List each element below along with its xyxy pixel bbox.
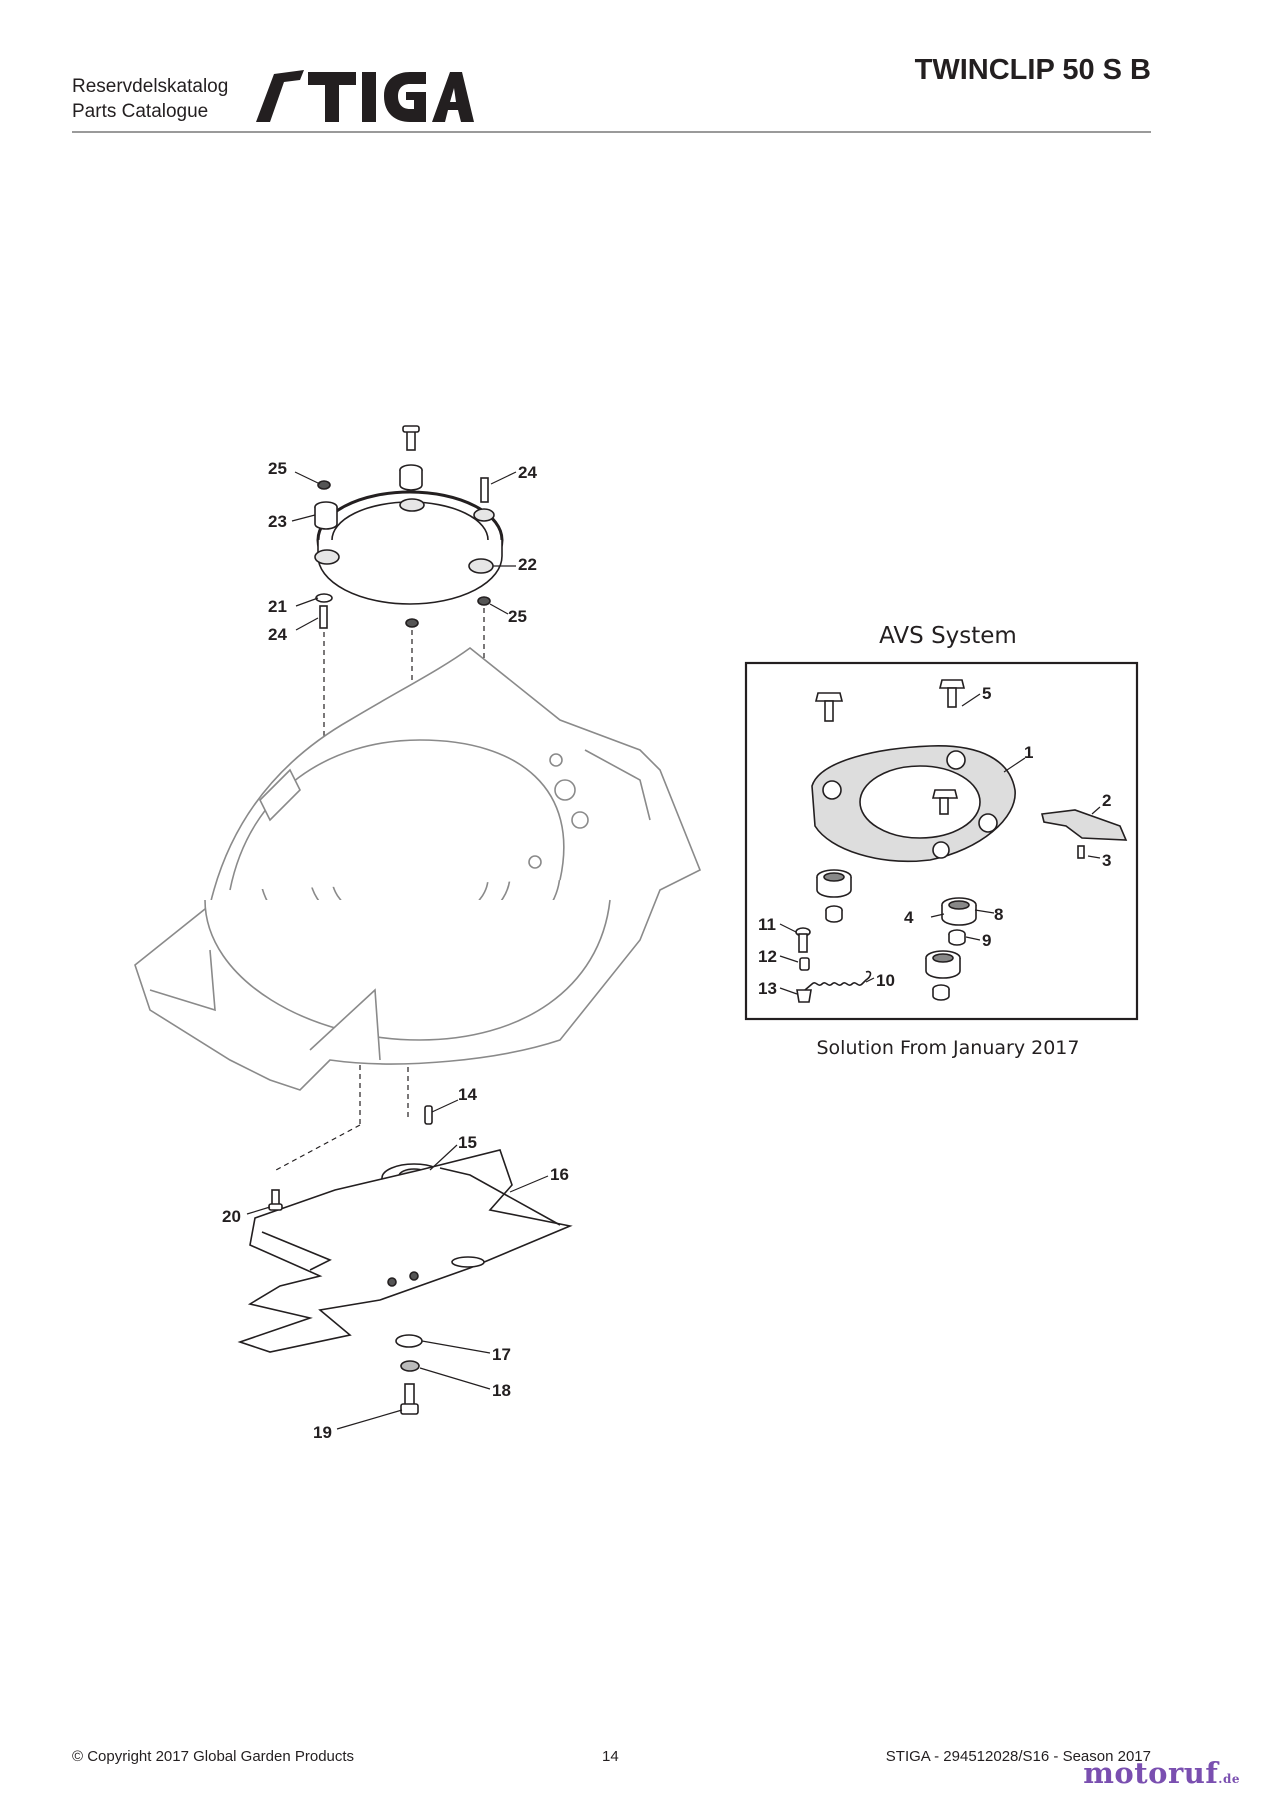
watermark-main: motoruf — [1083, 1756, 1219, 1790]
callout-19: 19 — [313, 1423, 332, 1442]
callout-24-top: 24 — [518, 463, 537, 482]
watermark-suffix: .de — [1218, 1772, 1240, 1786]
avs-nipple-13-drawing — [796, 989, 812, 1003]
mower-blade-drawing — [237, 1149, 573, 1353]
washer-small-drawing — [400, 1360, 420, 1372]
avs-caption: Solution From January 2017 — [817, 1037, 1080, 1059]
avs-pin-12-drawing — [799, 957, 810, 971]
stiga-logo — [256, 70, 474, 122]
avs-bolt-left-drawing — [814, 692, 844, 722]
key-pin-drawing — [424, 1105, 433, 1125]
avs-bolt-11-drawing — [795, 927, 811, 953]
avs-parts-drawing — [795, 679, 1128, 1003]
avs-callout-11: 11 — [758, 915, 776, 934]
avs-callout-9: 9 — [982, 931, 991, 950]
bolt-right-top-drawing — [480, 477, 489, 503]
washer-left-drawing — [315, 593, 333, 603]
callout-25-bottom: 25 — [508, 607, 527, 626]
main-exploded-view — [134, 425, 702, 1415]
avs-bushing-8-drawing — [941, 897, 977, 946]
catalog-title: Reservdelskatalog Parts Catalogue — [72, 74, 228, 124]
washer-large-drawing — [395, 1334, 423, 1348]
avs-callout-4: 4 — [904, 908, 914, 927]
callout-23: 23 — [268, 512, 287, 531]
watermark: motoruf.de — [1083, 1756, 1240, 1790]
nut-right-drawing — [477, 596, 491, 606]
avs-callout-5: 5 — [982, 684, 991, 703]
avs-callout-1: 1 — [1024, 743, 1033, 762]
nut-top-left-drawing — [317, 480, 331, 490]
avs-title: AVS System — [879, 623, 1017, 649]
avs-callouts: 5 1 2 3 4 8 9 11 12 13 10 — [758, 684, 1111, 998]
model-title: TWINCLIP 50 S B — [914, 54, 1151, 86]
header-divider — [72, 131, 1151, 133]
avs-callout-2: 2 — [1102, 791, 1111, 810]
main-callouts: 25 24 23 22 21 24 25 14 15 16 20 17 18 1… — [222, 459, 569, 1442]
avs-bolt-right-drawing — [938, 679, 966, 708]
avs-callout-13: 13 — [758, 979, 777, 998]
bolt-left-drawing — [319, 605, 328, 629]
ring-bracket-drawing — [314, 490, 504, 605]
nut-center-drawing — [405, 618, 419, 628]
callout-18: 18 — [492, 1381, 511, 1400]
avs-bushing-right-drawing — [925, 950, 961, 1001]
screw-20-drawing — [268, 1189, 283, 1211]
footer-copyright: © Copyright 2017 Global Garden Products — [72, 1748, 355, 1765]
avs-leader-lines — [779, 693, 1101, 995]
callout-20: 20 — [222, 1207, 241, 1226]
footer-catalog-code: STIGA - 294512028/S16 - Season 2017 — [885, 1748, 1151, 1765]
avs-callout-12: 12 — [758, 947, 777, 966]
callout-24-bottom: 24 — [268, 625, 287, 644]
avs-spring-drawing — [804, 970, 872, 991]
avs-cover-drawing — [1041, 809, 1128, 841]
catalog-title-line2: Parts Catalogue — [72, 101, 209, 122]
footer-page-number: 14 — [602, 1748, 619, 1765]
avs-callout-8: 8 — [994, 905, 1003, 924]
callout-15: 15 — [458, 1133, 477, 1152]
callout-16: 16 — [550, 1165, 569, 1184]
avs-callout-3: 3 — [1102, 851, 1111, 870]
catalog-title-line1: Reservdelskatalog — [72, 76, 229, 97]
callout-14: 14 — [458, 1085, 477, 1104]
callout-21: 21 — [268, 597, 287, 616]
callout-22: 22 — [518, 555, 537, 574]
spacer-drawing — [314, 501, 338, 530]
avs-bushing-left-drawing — [816, 869, 852, 923]
avs-plate-drawing — [811, 745, 1016, 863]
avs-screw-3-drawing — [1077, 845, 1085, 859]
avs-callout-10: 10 — [876, 971, 895, 990]
top-bolt-drawing — [399, 425, 423, 491]
main-leader-lines — [246, 471, 549, 1430]
blade-bolt-drawing — [400, 1383, 419, 1415]
callout-25-top: 25 — [268, 459, 287, 478]
mower-deck-drawing — [134, 646, 702, 1091]
callout-17: 17 — [492, 1345, 511, 1364]
